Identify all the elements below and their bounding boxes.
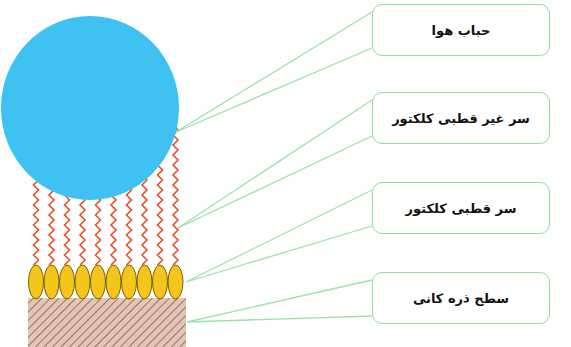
collector-head xyxy=(91,265,106,299)
callout-box: سر قطبی کلکتور xyxy=(372,182,550,234)
collector-head xyxy=(29,265,44,299)
collector-tail xyxy=(65,191,70,265)
callout-box: حباب هوا xyxy=(372,4,550,56)
collector-tail xyxy=(158,159,163,265)
collector-tail xyxy=(80,194,85,265)
collector-heads xyxy=(29,265,184,299)
collector-tail xyxy=(96,194,101,265)
collector-tail xyxy=(142,175,147,265)
collector-head xyxy=(122,265,137,299)
leader-line xyxy=(187,316,372,322)
collector-tail xyxy=(127,185,132,265)
leader-line xyxy=(186,226,372,282)
callout-label: سطح ذره کانی xyxy=(413,291,509,306)
leader-line xyxy=(178,100,372,228)
callout-box: سر غیر قطبی کلکتور xyxy=(372,92,550,144)
mineral-surface xyxy=(28,298,186,347)
callout-label: سر قطبی کلکتور xyxy=(406,201,517,216)
callout-label: حباب هوا xyxy=(432,23,491,38)
collector-tail xyxy=(34,175,39,265)
leader-line xyxy=(187,280,372,322)
collector-head xyxy=(168,265,183,299)
collector-head xyxy=(44,265,59,299)
callout-box: سطح ذره کانی xyxy=(372,272,550,324)
collector-head xyxy=(75,265,90,299)
collector-tail xyxy=(111,191,116,265)
collector-tail xyxy=(173,128,178,265)
collector-head xyxy=(153,265,168,299)
collector-head xyxy=(106,265,121,299)
collector-head xyxy=(60,265,75,299)
leader-line xyxy=(176,12,372,132)
collector-head xyxy=(137,265,152,299)
callout-label: سر غیر قطبی کلکتور xyxy=(392,111,530,126)
leader-line xyxy=(186,190,372,282)
leader-line xyxy=(178,136,372,228)
air-bubble xyxy=(1,16,179,200)
collector-tail xyxy=(49,185,54,265)
